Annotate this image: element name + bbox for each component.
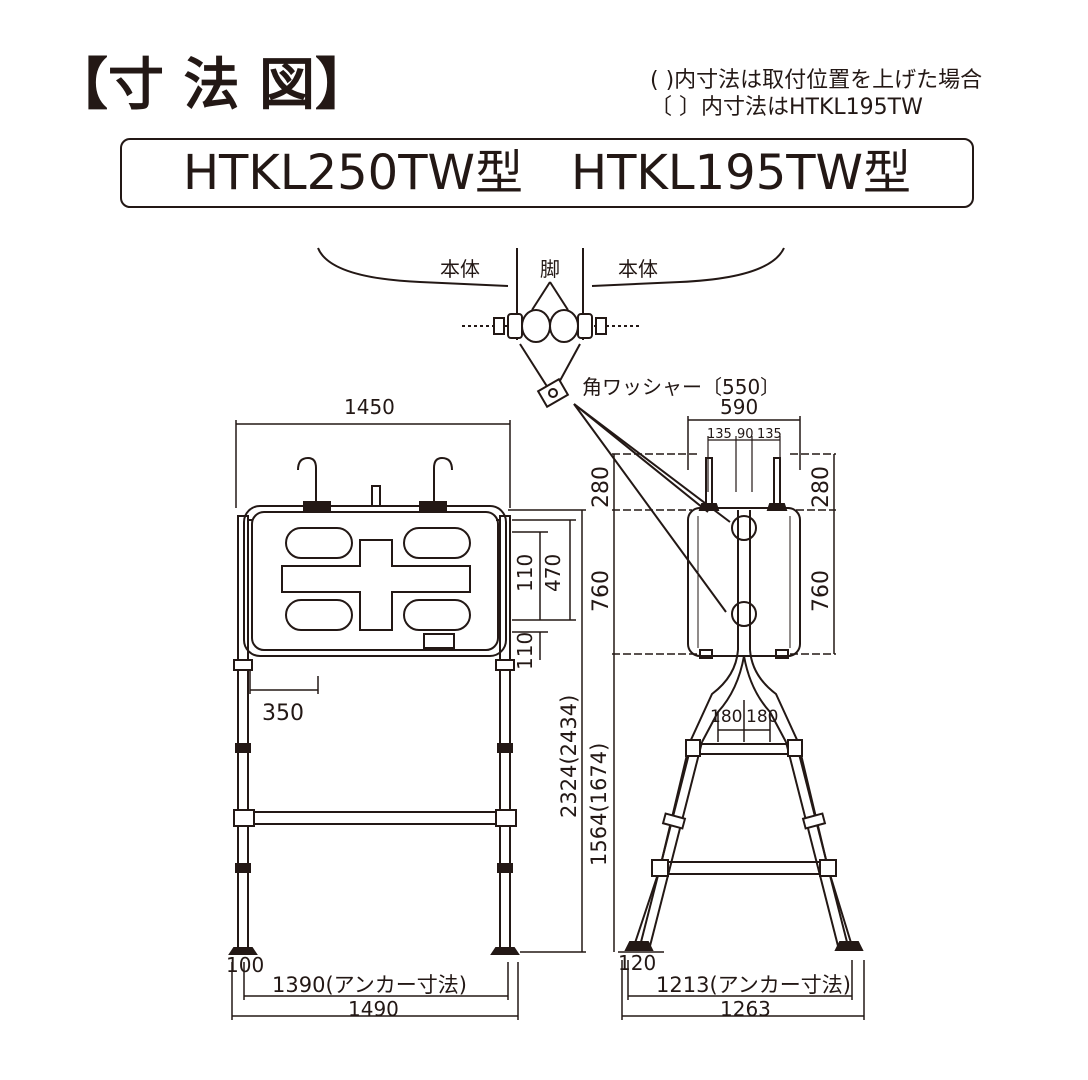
washer-label: 角ワッシャー〔550〕 [582,375,780,399]
front-height-total: 2324(2434) [557,695,581,818]
side-dim-120: 120 [618,951,656,975]
page-title: 【寸 法 図】 [52,53,371,118]
side-dim-180-left: 180 [710,707,742,727]
model-box: HTKL250TW型 HTKL195TW型 [120,138,974,208]
side-dim-135-right: 135 [757,427,782,442]
front-width-bottom: 1490 [348,997,399,1021]
detail-body-left: 本体 [440,257,480,281]
side-dim-760-right: 760 [809,570,834,612]
front-dim-350: 350 [262,701,304,726]
side-dim-280-right: 280 [809,466,834,508]
front-dim-100: 100 [226,953,264,977]
front-width-top: 1450 [344,395,395,419]
side-dim-760-left: 760 [589,570,614,612]
model-label: HTKL250TW型 HTKL195TW型 [182,145,912,201]
front-dim-470: 470 [541,554,565,592]
note-paren: ( )内寸法は取付位置を上げた場合 [650,68,983,93]
side-view: 590 135 90 135 280 280 760 760 1564(1674… [587,395,865,1021]
note-bracket: 〔 〕内寸法はHTKL195TW [650,95,923,120]
side-height-lower: 1564(1674) [587,743,611,866]
side-dim-280-left: 280 [589,466,614,508]
detail-leg: 脚 [540,257,560,281]
front-dim-110-lower: 110 [513,632,537,670]
side-width-top: 590 [720,395,758,419]
side-anchor: 1213(アンカー寸法) [656,973,851,997]
side-width-bottom: 1263 [720,997,771,1021]
detail-view: 本体 脚 本体 角ワッシャー〔550〕 [317,247,785,613]
front-view: 1450 110 470 110 350 [226,395,586,1021]
side-dim-135-left: 135 [707,427,732,442]
side-dim-180-right: 180 [746,707,778,727]
detail-body-right: 本体 [618,257,658,281]
front-anchor: 1390(アンカー寸法) [272,973,467,997]
front-dim-110-upper: 110 [513,554,537,592]
side-dim-90: 90 [737,427,754,442]
